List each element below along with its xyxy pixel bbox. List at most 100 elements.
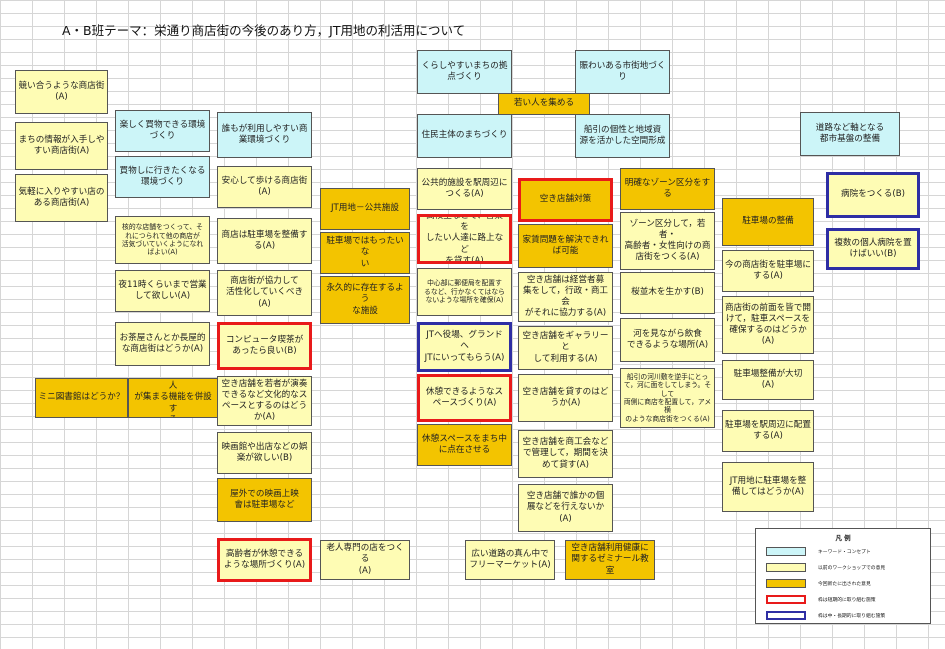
opinion-card-b42: 空き店舗を商工会など で管理して，期間を決 めて貸す(A) — [518, 430, 613, 478]
opinion-card-text: 夜11時くらいまで営業 して欲しい(A) — [118, 279, 207, 301]
opinion-card-text: JT用地に駐車場を整 備してはどうか(A) — [729, 475, 807, 497]
opinion-card-text: 気軽に入りやすい店の ある商店街(A) — [18, 186, 105, 208]
opinion-card-b49: 船引の河川敷を逆手にとっ て，河に面をしてしまう。そして 両側に商店を配置して，… — [620, 368, 715, 428]
opinion-card-b04: 楽しく買物できる環境 づくり — [115, 110, 210, 152]
opinion-card-b54: 駐車場を駅周辺に配置 する(A) — [722, 410, 814, 452]
opinion-card-text: 高校生などで、音楽を したい人達に路上など を貸す(A) — [425, 214, 504, 264]
opinion-card-text: 住民主体のまちづくり — [421, 130, 508, 141]
opinion-card-b41: 空き店舗を貸すのはど うか(A) — [518, 374, 613, 422]
opinion-card-text: ミニ図書館はどうか？ — [38, 392, 125, 403]
opinion-card-b37: 空き店舗対策 — [518, 178, 613, 222]
opinion-card-b57: 複数の個人病院を置 けばいい(B) — [826, 228, 920, 270]
opinion-card-b44: 空き店舗利用健康に 関するゼミナール教室 — [565, 540, 655, 580]
opinion-card-text: 核的な店舗をつくって、そ れにつられて他の商店が 活気づいていくようになれ ばよ… — [121, 223, 204, 257]
opinion-card-text: 若い人を集める — [513, 98, 575, 109]
opinion-card-b43: 空き店舗で誰かの個 展などを行えないか (A) — [518, 484, 613, 532]
opinion-card-text: ゾーン区分して，若者・ 高齢者・女性向けの商 店街をつくる(A) — [624, 218, 711, 263]
opinion-card-b34: 休憩できるようなス ペースづくり(A) — [417, 374, 512, 422]
opinion-card-text: 誰もが利用しやすい商 業環境づくり — [221, 123, 308, 145]
opinion-card-b47: 桜並木を生かす(B) — [620, 272, 715, 314]
opinion-card-text: 河を見ながら飲食 できるような場所(A) — [626, 328, 709, 350]
opinion-card-b06: 誰もが利用しやすい商 業環境づくり — [217, 112, 312, 158]
opinion-card-b22: 永久的に存在するよう な施設 — [320, 276, 410, 324]
opinion-card-b01: 競い合うような商店街 (A) — [15, 70, 108, 114]
opinion-card-b31: 高校生などで、音楽を したい人達に路上など を貸す(A) — [417, 214, 512, 264]
opinion-card-text: 空き店舗対策 — [539, 194, 592, 205]
legend-label: 以前のワークショップでの意見 — [818, 566, 886, 571]
opinion-card-text: 家賃問題を解決できれ ば可能 — [522, 234, 609, 256]
opinion-card-b20: JT用地－公共施設 — [320, 188, 410, 230]
legend-swatch-cyan — [766, 547, 806, 556]
legend: 凡 例 キーワード・コンセプト 以前のワークショップでの意見 今回新たに出された… — [755, 528, 931, 624]
legend-swatch-gold — [766, 579, 806, 588]
opinion-card-b45: 明確なゾーン区分をす る — [620, 168, 715, 210]
legend-item-new: 今回新たに出された意見 — [766, 579, 926, 589]
opinion-card-b50: 駐車場の整備 — [722, 198, 814, 246]
opinion-card-text: 空き店舗で誰かの個 展などを行えないか (A) — [526, 491, 605, 524]
opinion-card-text: まちの情報が入手しや すい商店街(A) — [18, 134, 105, 156]
legend-swatch-red — [766, 595, 806, 604]
opinion-card-b51: 今の商店街を駐車場に する(A) — [722, 250, 814, 292]
opinion-card-text: 桜並木を生かす(B) — [631, 287, 704, 298]
opinion-card-b48: 河を見ながら飲食 できるような場所(A) — [620, 318, 715, 362]
opinion-card-text: 商店は駐車場を整備す る(A) — [221, 229, 308, 251]
legend-title: 凡 例 — [835, 534, 851, 542]
legend-label: 今回新たに出された意見 — [818, 582, 871, 587]
opinion-card-b27: 住民主体のまちづくり — [417, 114, 512, 158]
opinion-card-text: 駐車場整備が大切 (A) — [733, 368, 803, 390]
opinion-card-b53: 駐車場整備が大切 (A) — [722, 360, 814, 400]
opinion-card-b11: 商店街が協力して 活性化していくべき (A) — [217, 270, 312, 316]
opinion-card-text: 空き店舗をギャラリーと して利用する(A) — [522, 331, 609, 364]
legend-label: 枠は中・長期的に取り組む施策 — [818, 614, 886, 619]
opinion-card-text: 休憩スペースをまち中 に点在させる — [422, 433, 507, 455]
opinion-card-text: 屋外での映画上映 會は駐車場など — [230, 488, 299, 510]
opinion-card-b39: 空き店舗は経営者募 集をして，行政・商工会 がそれに協力する(A) — [518, 272, 613, 322]
opinion-card-text: 老人専門の店をつくる (A) — [326, 543, 404, 576]
opinion-card-b17: 映画館や出店などの娯 楽が欲しい(B) — [217, 432, 312, 474]
opinion-card-b32: 中心部に郵便局を配置す るなど、行かなくてはなら ないような場所を確保(A) — [417, 268, 512, 316]
opinion-card-text: 高齢者が休憩できる ような場所づくり(A) — [223, 548, 306, 570]
opinion-card-text: 空き店舗を貸すのはど うか(A) — [522, 386, 609, 408]
opinion-card-text: 永久的に存在するよう な施設 — [326, 283, 404, 316]
legend-item-previous: 以前のワークショップでの意見 — [766, 563, 926, 573]
opinion-card-text: 公共的施設を駅周辺に つくる(A) — [421, 177, 508, 199]
opinion-card-text: 明確なゾーン区分をす る — [624, 177, 711, 199]
opinion-card-text: くらしやすいまちの拠 点づくり — [421, 60, 508, 82]
opinion-card-text: JT用地－公共施設 — [331, 203, 399, 214]
opinion-card-text: 買物しに行きたくなる 環境づくり — [119, 165, 206, 187]
legend-swatch-pale — [766, 563, 806, 572]
opinion-card-b08: 核的な店舗をつくって、そ れにつられて他の商店が 活気づいていくようになれ ばよ… — [115, 216, 210, 264]
opinion-card-text: 商店街の前面を皆で開 けて，駐車スペースを 確保するのはどうか (A) — [725, 302, 811, 347]
opinion-card-text: コンピュータ喫茶が あったら良い(B) — [225, 334, 304, 356]
opinion-card-b16: 空き店舗を若者が演奏 できるなど文化的なス ペースとするのはどう か(A) — [217, 376, 312, 426]
opinion-card-text: 商店街が協力して 活性化していくべき (A) — [225, 276, 304, 309]
opinion-card-text: 駐車場を駅周辺に配置 する(A) — [725, 419, 811, 441]
opinion-card-text: 映画館や出店などの娯 楽が欲しい(B) — [221, 441, 308, 463]
opinion-card-text: 複数の個人病院を置 けばいい(B) — [834, 237, 912, 259]
page-title: A・B班テーマ：栄通り商店街の今後のあり方，JT用地の利活用について — [62, 23, 466, 38]
opinion-card-text: 中心部に郵便局を配置す るなど、行かなくてはなら ないような場所を確保(A) — [424, 279, 505, 305]
opinion-card-text: 病院をつくる(B) — [841, 189, 905, 200]
opinion-card-b29: 道路など軸となる 都市基盤の整備 — [800, 112, 900, 156]
opinion-card-b36: 広い道路の真ん中で フリーマーケット(A) — [465, 540, 555, 580]
opinion-card-b10: 夜11時くらいまで営業 して欲しい(A) — [115, 270, 210, 312]
opinion-card-text: 空き店舗を商工会など で管理して，期間を決 めて貸す(A) — [522, 437, 609, 470]
opinion-card-b23: 老人専門の店をつくる (A) — [320, 540, 410, 580]
opinion-card-text: 道路など軸となる 都市基盤の整備 — [815, 122, 885, 144]
opinion-card-b25: 賑わいある市街地づく り — [575, 50, 670, 94]
opinion-card-text: 船引の河川敷を逆手にとっ て，河に面をしてしまう。そして 両側に商店を配置して，… — [623, 372, 712, 423]
opinion-card-text: 競い合うような商店街 (A) — [18, 80, 105, 102]
opinion-card-b18: 屋外での映画上映 會は駐車場など — [217, 478, 312, 522]
opinion-card-text: まんが喫茶など若い人 が集まる機能を併設す る — [134, 379, 212, 417]
opinion-card-b12: お茶屋さんとか長屋的 な商店街はどうか(A) — [115, 322, 210, 366]
opinion-card-b26: 若い人を集める — [498, 93, 590, 115]
legend-item-long-term: 枠は中・長期的に取り組む施策 — [766, 611, 926, 621]
opinion-card-b35: 休憩スペースをまち中 に点在させる — [417, 424, 512, 466]
opinion-card-text: 駐車場の整備 — [742, 216, 794, 227]
opinion-card-text: 賑わいある市街地づく り — [579, 60, 666, 82]
opinion-card-b09: 商店は駐車場を整備す る(A) — [217, 218, 312, 264]
opinion-card-b15: まんが喫茶など若い人 が集まる機能を併設す る — [128, 378, 218, 418]
opinion-card-text: お茶屋さんとか長屋的 な商店街はどうか(A) — [119, 332, 206, 354]
legend-item-keyword: キーワード・コンセプト — [766, 547, 926, 557]
opinion-card-text: 空き店舗利用健康に 関するゼミナール教室 — [571, 543, 649, 576]
